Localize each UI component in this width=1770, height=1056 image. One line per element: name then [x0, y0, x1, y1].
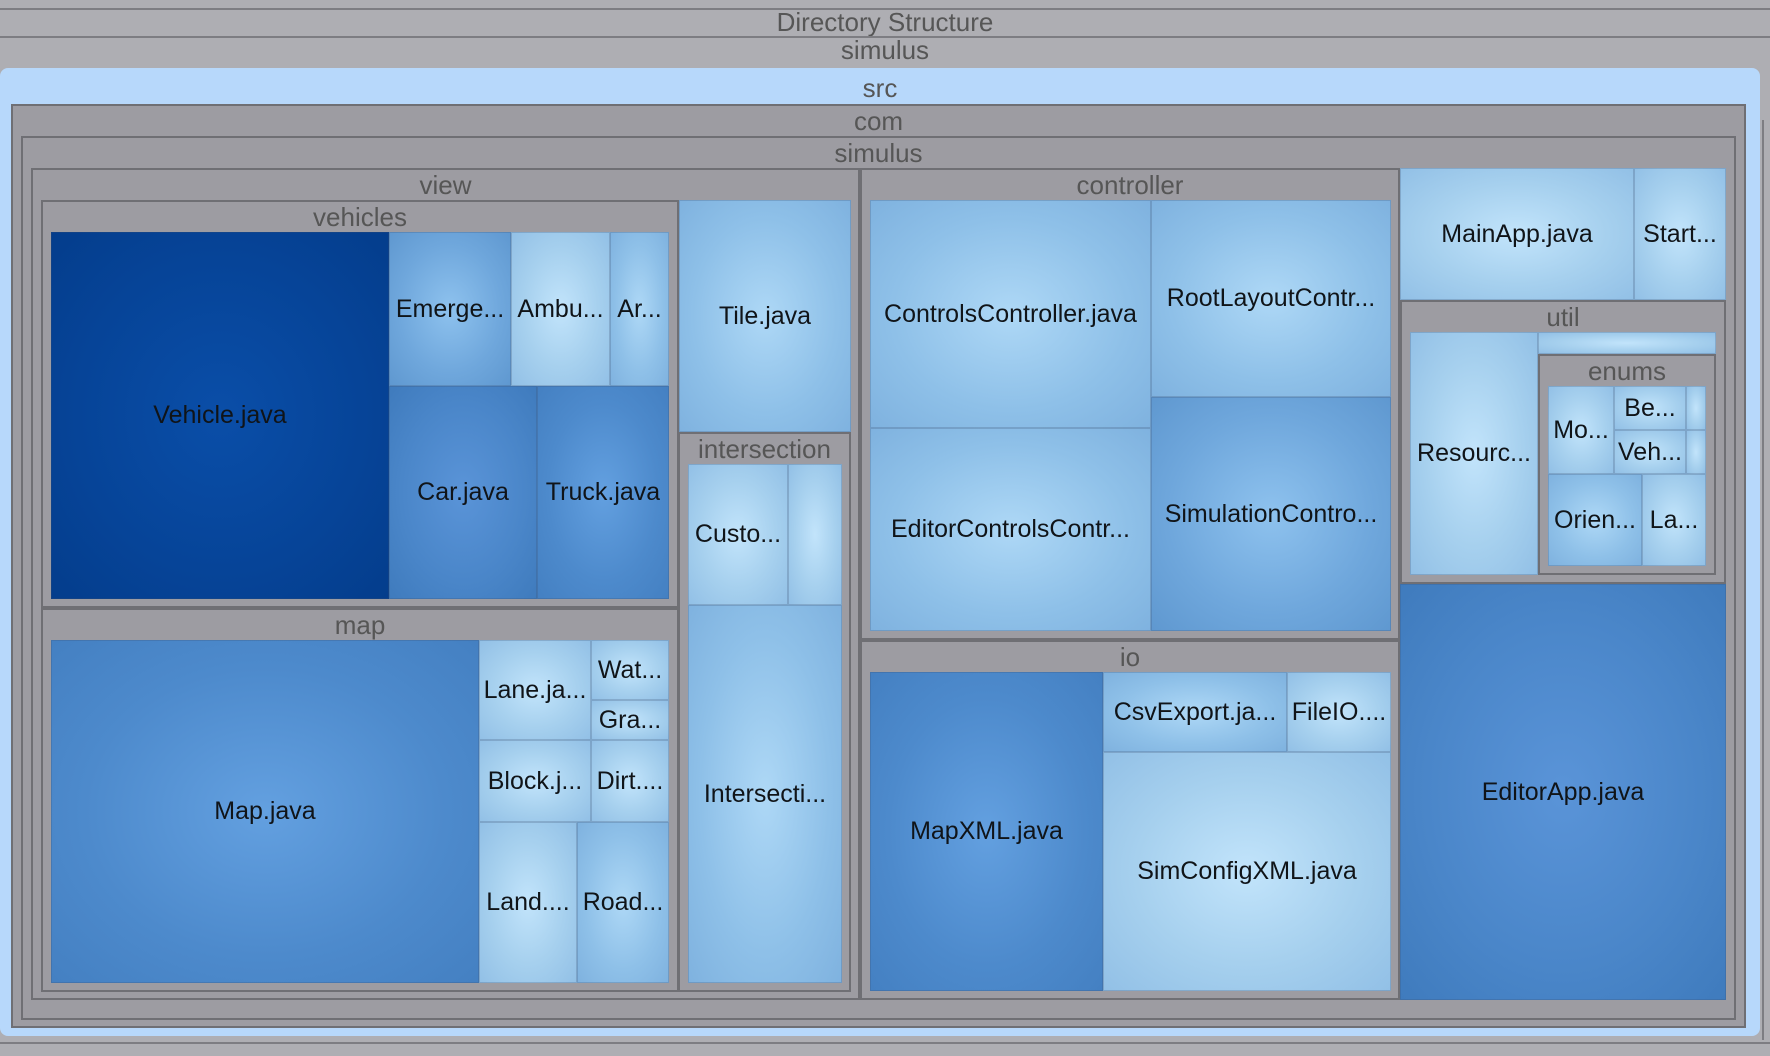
- file-start-java[interactable]: Start...: [1634, 168, 1726, 300]
- file-label: Custo...: [694, 520, 782, 548]
- right-edge-strip: [1762, 120, 1770, 1040]
- bottom-strip: [0, 1042, 1770, 1056]
- file-truck-java[interactable]: Truck.java: [537, 386, 669, 599]
- treemap-title-bar: Directory Structure: [0, 8, 1770, 36]
- file-unnamed-small[interactable]: [788, 464, 842, 605]
- file-label: Tile.java: [718, 301, 812, 330]
- file-label: RootLayoutContr...: [1166, 284, 1376, 312]
- file-label: SimConfigXML.java: [1137, 857, 1357, 885]
- dir-label: simulus: [834, 138, 923, 168]
- file-veh-java[interactable]: Veh...: [1614, 430, 1686, 474]
- dir-simulus-root[interactable]: simulus: [0, 36, 1770, 62]
- file-label: Dirt....: [596, 766, 664, 795]
- file-lane-java[interactable]: Lane.ja...: [479, 640, 591, 740]
- file-label: ControlsController.java: [884, 299, 1137, 328]
- dir-label: io: [1119, 642, 1141, 672]
- directory-structure-label: Directory Structure: [776, 8, 994, 36]
- file-car-java[interactable]: Car.java: [389, 386, 537, 599]
- file-grass-java[interactable]: Gra...: [591, 700, 669, 740]
- file-label: Ambu...: [517, 294, 604, 323]
- file-mapxml-java[interactable]: MapXML.java: [870, 672, 1103, 991]
- dir-label: util: [1546, 302, 1580, 332]
- file-map-java[interactable]: Map.java: [51, 640, 479, 983]
- file-be-java[interactable]: Be...: [1614, 386, 1686, 430]
- file-label: FileIO....: [1291, 697, 1387, 726]
- file-mainapp-java[interactable]: MainApp.java: [1400, 168, 1634, 300]
- file-simconfigxml-java[interactable]: SimConfigXML.java: [1103, 752, 1391, 991]
- file-controls-controller-java[interactable]: ControlsController.java: [870, 200, 1151, 428]
- file-label: Wat...: [597, 655, 663, 684]
- file-land-java[interactable]: Land....: [479, 822, 577, 983]
- file-label: Ar...: [617, 294, 662, 323]
- file-intersection-java[interactable]: Intersecti...: [688, 605, 842, 983]
- dir-label: src: [862, 73, 898, 103]
- file-label: Block.j...: [487, 766, 583, 795]
- file-label: Road...: [582, 888, 664, 916]
- dir-label: com: [853, 106, 904, 136]
- file-csv-export-java[interactable]: CsvExport.ja...: [1103, 672, 1287, 752]
- file-label: Emerge...: [395, 294, 505, 323]
- file-label: Intersecti...: [703, 779, 827, 808]
- file-road-java[interactable]: Road...: [577, 822, 669, 983]
- file-label: MainApp.java: [1441, 219, 1593, 248]
- file-fileio-java[interactable]: FileIO....: [1287, 672, 1391, 752]
- file-label: La...: [1649, 505, 1699, 534]
- file-util-strip[interactable]: [1538, 332, 1716, 354]
- file-label: EditorControlsContr...: [891, 515, 1130, 543]
- dir-label: vehicles: [313, 202, 407, 232]
- file-dirt-java[interactable]: Dirt....: [591, 740, 669, 822]
- file-label: Truck.java: [545, 478, 661, 506]
- dir-label: controller: [1076, 170, 1184, 200]
- file-block-java[interactable]: Block.j...: [479, 740, 591, 822]
- file-label: Resourc...: [1417, 439, 1531, 467]
- dir-label: intersection: [698, 434, 831, 464]
- file-custom-java[interactable]: Custo...: [688, 464, 788, 605]
- file-label: EditorApp.java: [1481, 777, 1645, 806]
- file-orien-java[interactable]: Orien...: [1548, 474, 1642, 566]
- file-label: Gra...: [598, 705, 662, 734]
- file-label: Start...: [1643, 219, 1717, 248]
- file-emergency-java[interactable]: Emerge...: [389, 232, 511, 386]
- file-label: SimulationContro...: [1164, 499, 1378, 528]
- file-label: MapXML.java: [910, 817, 1063, 845]
- dir-label: map: [334, 610, 386, 640]
- file-simulation-controller-java[interactable]: SimulationContro...: [1151, 397, 1391, 631]
- file-label: Mo...: [1553, 415, 1609, 444]
- file-tile-java[interactable]: Tile.java: [679, 200, 851, 432]
- file-vehicle-java[interactable]: Vehicle.java: [51, 232, 389, 599]
- file-enum-small-1[interactable]: [1686, 386, 1706, 430]
- file-label: Veh...: [1618, 437, 1682, 466]
- file-label: Land....: [486, 888, 570, 916]
- file-label: Map.java: [214, 797, 316, 825]
- file-root-layout-controller-java[interactable]: RootLayoutContr...: [1151, 200, 1391, 397]
- file-water-java[interactable]: Wat...: [591, 640, 669, 700]
- file-label: Car.java: [417, 478, 509, 506]
- file-editor-controls-controller-java[interactable]: EditorControlsContr...: [870, 428, 1151, 631]
- dir-label: simulus: [840, 36, 930, 62]
- dir-label: enums: [1587, 356, 1667, 386]
- file-ar-java[interactable]: Ar...: [610, 232, 669, 386]
- file-mo-java[interactable]: Mo...: [1548, 386, 1614, 474]
- file-enum-small-2[interactable]: [1686, 430, 1706, 474]
- file-label: Lane.ja...: [483, 675, 587, 704]
- file-resource-java[interactable]: Resourc...: [1410, 332, 1538, 575]
- file-label: Be...: [1624, 393, 1676, 422]
- file-editorapp-java[interactable]: EditorApp.java: [1400, 584, 1726, 1000]
- file-la-java[interactable]: La...: [1642, 474, 1706, 566]
- file-label: CsvExport.ja...: [1113, 697, 1277, 726]
- file-ambulance-java[interactable]: Ambu...: [511, 232, 610, 386]
- file-label: Vehicle.java: [153, 401, 287, 429]
- dir-label: view: [419, 170, 472, 200]
- file-label: Orien...: [1554, 505, 1636, 534]
